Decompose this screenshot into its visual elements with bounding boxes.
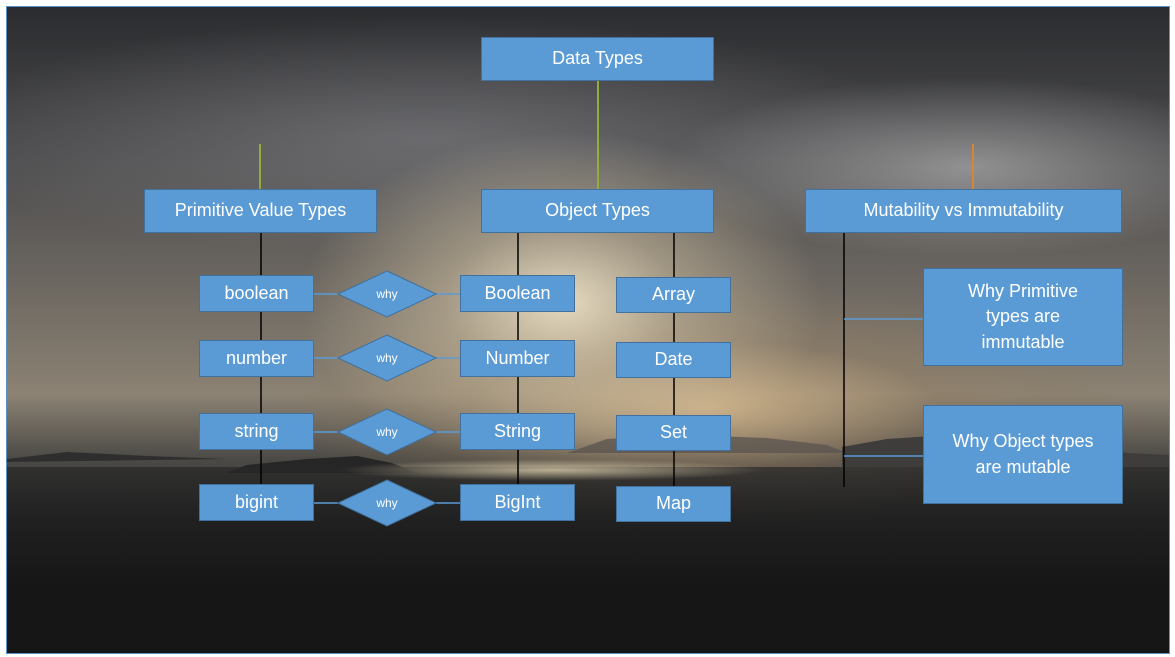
why-label: why [376,287,398,301]
wrapper-boolean: Boolean [460,275,575,312]
object-map: Map [616,486,731,522]
why-diamond-boolean: why [337,270,437,318]
category-mutability: Mutability vs Immutability [805,189,1122,233]
primitive-boolean: boolean [199,275,314,312]
why-diamond-number: why [337,334,437,382]
wrapper-number: Number [460,340,575,377]
why-label: why [376,351,398,365]
primitive-number: number [199,340,314,377]
note-object-mutable: Why Object types are mutable [923,405,1123,504]
primitive-string: string [199,413,314,450]
wrapper-string: String [460,413,575,450]
category-primitive-value-types: Primitive Value Types [144,189,377,233]
why-diamond-bigint: why [337,479,437,527]
wrapper-bigint: BigInt [460,484,575,521]
object-set: Set [616,415,731,451]
object-array: Array [616,277,731,313]
category-object-types: Object Types [481,189,714,233]
why-label: why [376,425,398,439]
background-sea-shine [337,459,767,481]
root-node-data-types: Data Types [481,37,714,81]
slide-canvas: Data Types Primitive Value Types Object … [6,6,1170,654]
primitive-bigint: bigint [199,484,314,521]
object-date: Date [616,342,731,378]
why-diamond-string: why [337,408,437,456]
note-primitive-immutable: Why Primitive types are immutable [923,268,1123,366]
why-label: why [376,496,398,510]
